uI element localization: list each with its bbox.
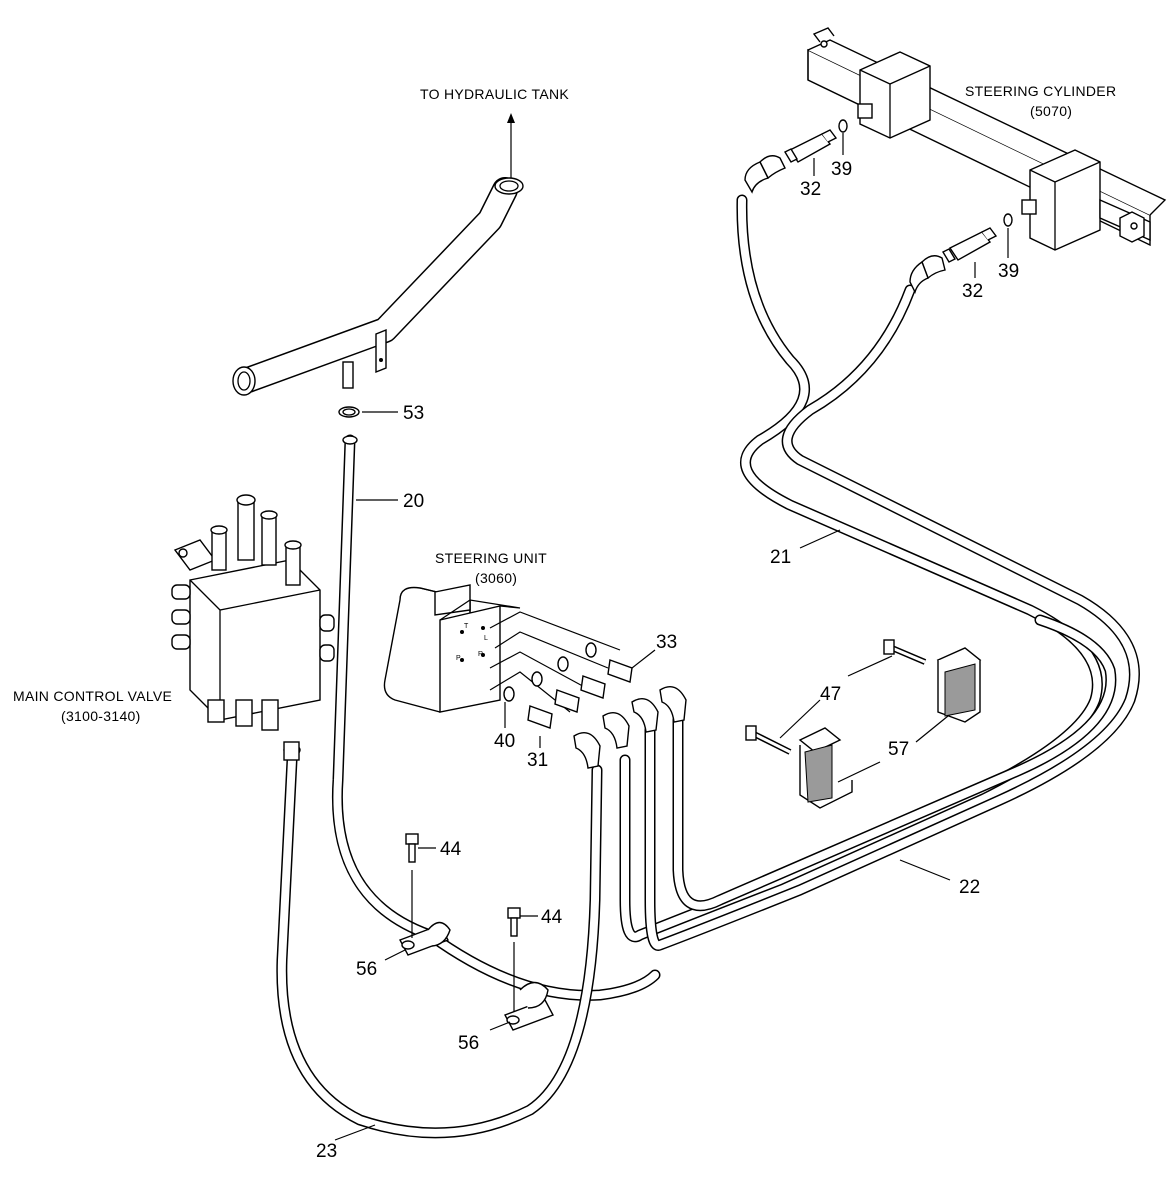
clamp-53 bbox=[338, 406, 360, 418]
bracket-57-lower bbox=[798, 727, 853, 809]
fitting-32-upper bbox=[744, 119, 848, 194]
fittings-31-33-40 bbox=[503, 642, 687, 769]
valve-name: MAIN CONTROL VALVE bbox=[13, 688, 172, 704]
hose-21 bbox=[619, 194, 1103, 943]
steering-unit-name: STEERING UNIT bbox=[435, 550, 547, 566]
bracket-57-upper bbox=[936, 647, 982, 723]
cylinder-name: STEERING CYLINDER bbox=[965, 83, 1116, 99]
callout-32-upper: 32 bbox=[800, 179, 821, 200]
main-control-valve bbox=[171, 494, 335, 731]
callout-22: 22 bbox=[959, 877, 980, 898]
port-mark-r: R bbox=[478, 651, 483, 658]
callout-40: 40 bbox=[494, 731, 515, 752]
callout-21: 21 bbox=[770, 547, 791, 568]
bolt-47-lower bbox=[745, 725, 792, 755]
tank-arrow bbox=[507, 113, 515, 178]
callout-44-upper: 44 bbox=[440, 839, 462, 860]
return-pipe bbox=[232, 177, 524, 396]
callout-56-right: 56 bbox=[458, 1033, 479, 1054]
steering-unit bbox=[383, 584, 521, 713]
hose-22 bbox=[644, 284, 1140, 951]
callout-31: 31 bbox=[527, 750, 548, 771]
callout-57: 57 bbox=[888, 739, 909, 760]
leader-lines bbox=[334, 133, 1009, 1141]
bolt-47-upper bbox=[883, 639, 927, 665]
callout-39-upper: 39 bbox=[831, 159, 852, 180]
steering-unit-code: (3060) bbox=[475, 570, 517, 586]
hose-20 bbox=[331, 434, 661, 1001]
callout-32-lower: 32 bbox=[962, 281, 983, 302]
callout-39-lower: 39 bbox=[998, 261, 1019, 282]
callout-47: 47 bbox=[820, 684, 841, 705]
callout-56-left: 56 bbox=[356, 959, 377, 980]
tank-caption: TO HYDRAULIC TANK bbox=[420, 86, 569, 102]
callout-20: 20 bbox=[403, 491, 424, 512]
port-mark-l: L bbox=[484, 635, 488, 642]
hose-23 bbox=[276, 741, 603, 1139]
steering-unit-lines bbox=[489, 611, 621, 713]
hose-3rd bbox=[672, 614, 1117, 912]
clamp-56-right bbox=[504, 981, 554, 1031]
valve-code: (3100-3140) bbox=[61, 708, 141, 724]
fitting-32-lower bbox=[909, 213, 1013, 294]
cylinder-code: (5070) bbox=[1030, 103, 1072, 119]
port-mark-p: P bbox=[456, 655, 461, 662]
clamp-56-left bbox=[399, 921, 451, 956]
bolt-44-lower bbox=[507, 907, 521, 937]
callout-23: 23 bbox=[316, 1141, 337, 1162]
callout-33: 33 bbox=[656, 632, 677, 653]
callout-53: 53 bbox=[403, 403, 424, 424]
bolt-44-upper bbox=[405, 833, 419, 863]
port-mark-t: T bbox=[464, 623, 469, 630]
steering-cylinder bbox=[807, 27, 1167, 251]
callout-44-lower: 44 bbox=[541, 907, 563, 928]
